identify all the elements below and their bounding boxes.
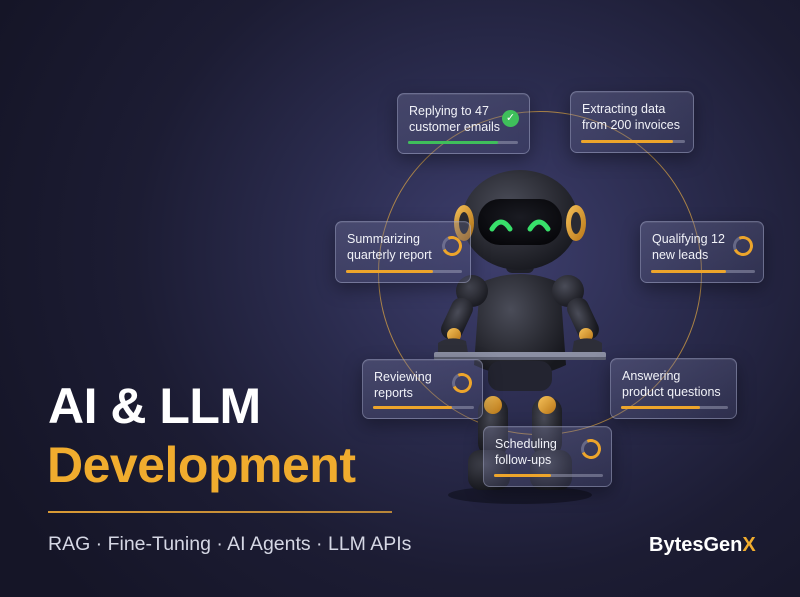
- progress-ring-icon: [730, 233, 756, 259]
- task-card-label: Summarizing quarterly report: [347, 232, 432, 262]
- brand-name-accent: X: [742, 534, 756, 556]
- progress-track: [373, 406, 474, 409]
- progress-track: [651, 270, 755, 273]
- tagline: RAG · Fine-Tuning · AI Agents · LLM APIs: [48, 533, 412, 555]
- brand-logo: BytesGenX: [649, 533, 756, 557]
- progress-track: [621, 406, 728, 409]
- progress-fill: [373, 406, 452, 409]
- robot-illustration: [434, 170, 606, 504]
- divider-line: [48, 511, 392, 513]
- task-card-scheduling-followups: Scheduling follow-ups: [483, 426, 612, 487]
- headline-accent: Development: [47, 437, 356, 493]
- progress-ring-icon: [578, 436, 604, 462]
- task-card-qualifying-leads: Qualifying 12 new leads: [640, 221, 764, 283]
- headline-primary: AI & LLM: [48, 378, 261, 434]
- task-card-label: Replying to 47 customer emails: [409, 104, 500, 134]
- task-card-replying-emails: Replying to 47 customer emails ✓: [397, 93, 530, 154]
- progress-track: [346, 270, 462, 273]
- progress-fill: [621, 406, 701, 409]
- task-card-label: Scheduling follow-ups: [495, 437, 557, 467]
- progress-ring-icon: [439, 233, 465, 259]
- progress-fill: [494, 474, 551, 477]
- task-card-extracting-invoices: Extracting data from 200 invoices: [570, 91, 694, 153]
- progress-track: [408, 141, 518, 144]
- progress-ring-icon: [449, 370, 475, 396]
- task-card-summarizing-report: Summarizing quarterly report: [335, 221, 471, 283]
- progress-track: [581, 140, 685, 143]
- progress-track: [494, 474, 603, 477]
- progress-fill: [408, 141, 499, 144]
- task-card-reviewing-reports: Reviewing reports: [362, 359, 483, 419]
- task-card-label: Reviewing reports: [374, 370, 432, 400]
- task-card-label: Answering product questions: [622, 369, 721, 399]
- progress-fill: [346, 270, 433, 273]
- progress-fill: [651, 270, 726, 273]
- task-card-answering-questions: Answering product questions: [610, 358, 737, 419]
- task-card-label: Extracting data from 200 invoices: [582, 102, 680, 132]
- task-card-label: Qualifying 12 new leads: [652, 232, 725, 262]
- progress-fill: [581, 140, 673, 143]
- check-icon: ✓: [502, 110, 519, 127]
- brand-name: BytesGen: [649, 534, 743, 556]
